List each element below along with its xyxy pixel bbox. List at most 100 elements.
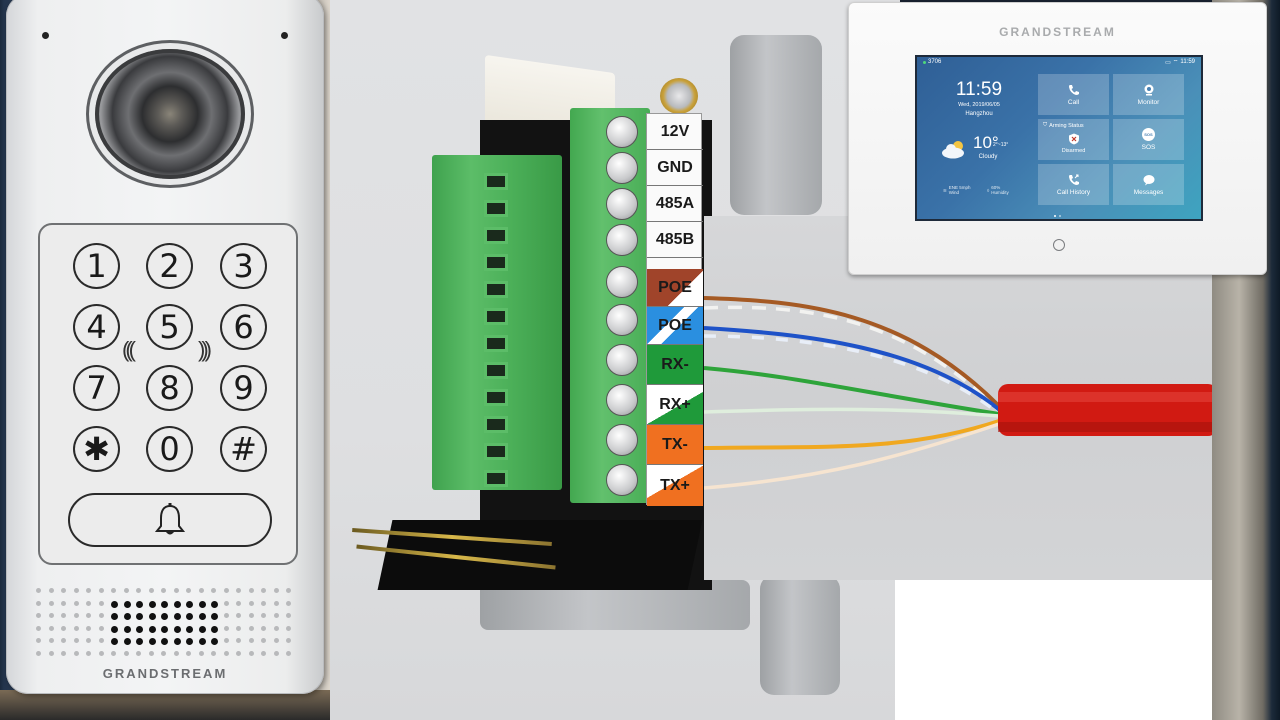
grille-hole	[36, 613, 41, 618]
grille-hole	[148, 625, 156, 633]
grille-hole	[36, 588, 41, 593]
tile-messages[interactable]: Messages	[1113, 164, 1184, 205]
grille-hole	[223, 600, 229, 606]
pin-rx-plus[interactable]: RX+	[647, 385, 703, 425]
grille-hole	[61, 625, 66, 631]
terminal-slot	[484, 281, 508, 298]
mounting-bracket-top	[730, 35, 822, 215]
grille-hole	[36, 638, 41, 643]
grille-hole	[236, 625, 241, 631]
doorbell-button[interactable]	[68, 493, 272, 547]
grille-hole	[161, 650, 166, 656]
terminal-screw[interactable]	[606, 266, 638, 298]
grille-hole	[61, 613, 66, 618]
key-2[interactable]: 2	[146, 243, 193, 289]
home-button[interactable]	[1053, 239, 1065, 251]
tile-sos[interactable]: SOS SOS	[1113, 119, 1184, 160]
terminal-screw[interactable]	[606, 464, 638, 496]
key-9[interactable]: 9	[220, 365, 267, 411]
phone-icon	[1068, 84, 1079, 95]
terminal-screw[interactable]	[606, 188, 638, 220]
terminal-screw[interactable]	[606, 344, 638, 376]
tile-messages-label: Messages	[1133, 188, 1164, 196]
key-4[interactable]: 4	[73, 304, 120, 350]
grille-hole	[111, 588, 116, 593]
grille-hole	[61, 650, 66, 656]
key-0[interactable]: 0	[146, 426, 193, 472]
terminal-slot	[484, 335, 508, 352]
pin-poe-brown[interactable]: POE	[647, 269, 703, 307]
pin-label-text: 12V	[660, 122, 690, 140]
terminal-screw[interactable]	[606, 424, 638, 456]
grille-hole	[211, 638, 218, 645]
keypad: 1 2 3 4 5 6 7 8 9 ✱ 0 # ((( )))	[38, 223, 298, 565]
key-8[interactable]: 8	[146, 365, 193, 411]
tile-monitor[interactable]: Monitor	[1113, 74, 1184, 115]
grille-hole	[86, 613, 91, 618]
pin-gnd[interactable]: GND	[647, 150, 703, 186]
grille-hole	[173, 588, 179, 593]
pin-485b[interactable]: 485B	[647, 222, 703, 258]
grille-hole	[261, 600, 266, 606]
key-5[interactable]: 5	[146, 304, 193, 350]
grille-hole	[123, 650, 129, 656]
mic-hole-left	[42, 32, 49, 39]
grille-hole	[148, 638, 156, 645]
key-3[interactable]: 3	[220, 243, 267, 289]
terminal-screw[interactable]	[606, 152, 638, 184]
temperature: 10°	[973, 133, 999, 152]
terminal-screw[interactable]	[606, 116, 638, 148]
monitor-screen: 3706 ▭ ⌔ 11:59 11:59 Wed, 2019/06/05 Han…	[915, 55, 1203, 221]
grille-hole	[261, 588, 266, 593]
sos-icon: SOS	[1142, 128, 1155, 141]
page-dot-1[interactable]	[1054, 215, 1056, 217]
pin-rx-minus[interactable]: RX-	[647, 345, 703, 385]
grille-hole	[161, 588, 166, 593]
tile-monitor-label: Monitor	[1137, 98, 1160, 106]
humidity-value: 60%	[991, 185, 1001, 190]
pin-label-text: 485A	[655, 194, 695, 212]
grille-hole	[211, 650, 216, 656]
tile-arming-status[interactable]: ⛉ Arming Status Disarmed	[1038, 119, 1109, 160]
tile-call[interactable]: Call	[1038, 74, 1109, 115]
terminal-screw[interactable]	[606, 304, 638, 336]
wind-info: ≋ ENE 5mph Wind	[943, 185, 971, 195]
grille-hole	[186, 638, 193, 645]
pin-tx-minus[interactable]: TX-	[647, 425, 703, 465]
door-station-brand: GRANDSTREAM	[102, 666, 228, 681]
grille-hole	[98, 638, 104, 643]
terminal-screw[interactable]	[606, 384, 638, 416]
grille-hole	[48, 650, 54, 656]
grille-hole	[161, 625, 168, 633]
grille-hole	[48, 600, 54, 606]
terminal-slot	[484, 443, 508, 460]
grille-hole	[136, 588, 141, 593]
key-6[interactable]: 6	[220, 304, 267, 350]
tile-call-label: Call	[1067, 98, 1080, 106]
page-dot-2[interactable]	[1059, 215, 1061, 217]
key-1[interactable]: 1	[73, 243, 120, 289]
grille-hole	[186, 600, 193, 608]
terminal-slot	[484, 254, 508, 271]
tile-call-history[interactable]: Call History	[1038, 164, 1109, 205]
key-star[interactable]: ✱	[73, 426, 120, 472]
pin-tx-plus[interactable]: TX+	[647, 465, 703, 506]
grille-hole	[148, 650, 154, 656]
key-7[interactable]: 7	[73, 365, 120, 411]
key-hash[interactable]: #	[220, 426, 267, 472]
pin-12v[interactable]: 12V	[647, 114, 703, 150]
cable-photo	[704, 216, 1212, 580]
cloudy-weather-icon	[942, 141, 964, 159]
grille-hole	[123, 613, 131, 620]
grille-hole	[136, 650, 141, 656]
pin-485a[interactable]: 485A	[647, 186, 703, 222]
extension-number: 3706	[928, 59, 942, 65]
grille-hole	[286, 625, 291, 631]
pin-poe-blue[interactable]: POE	[647, 307, 703, 345]
terminal-screw[interactable]	[606, 224, 638, 256]
grille-hole	[286, 650, 291, 656]
grille-hole	[111, 650, 116, 656]
grille-hole	[286, 588, 291, 593]
grille-hole	[273, 613, 279, 618]
